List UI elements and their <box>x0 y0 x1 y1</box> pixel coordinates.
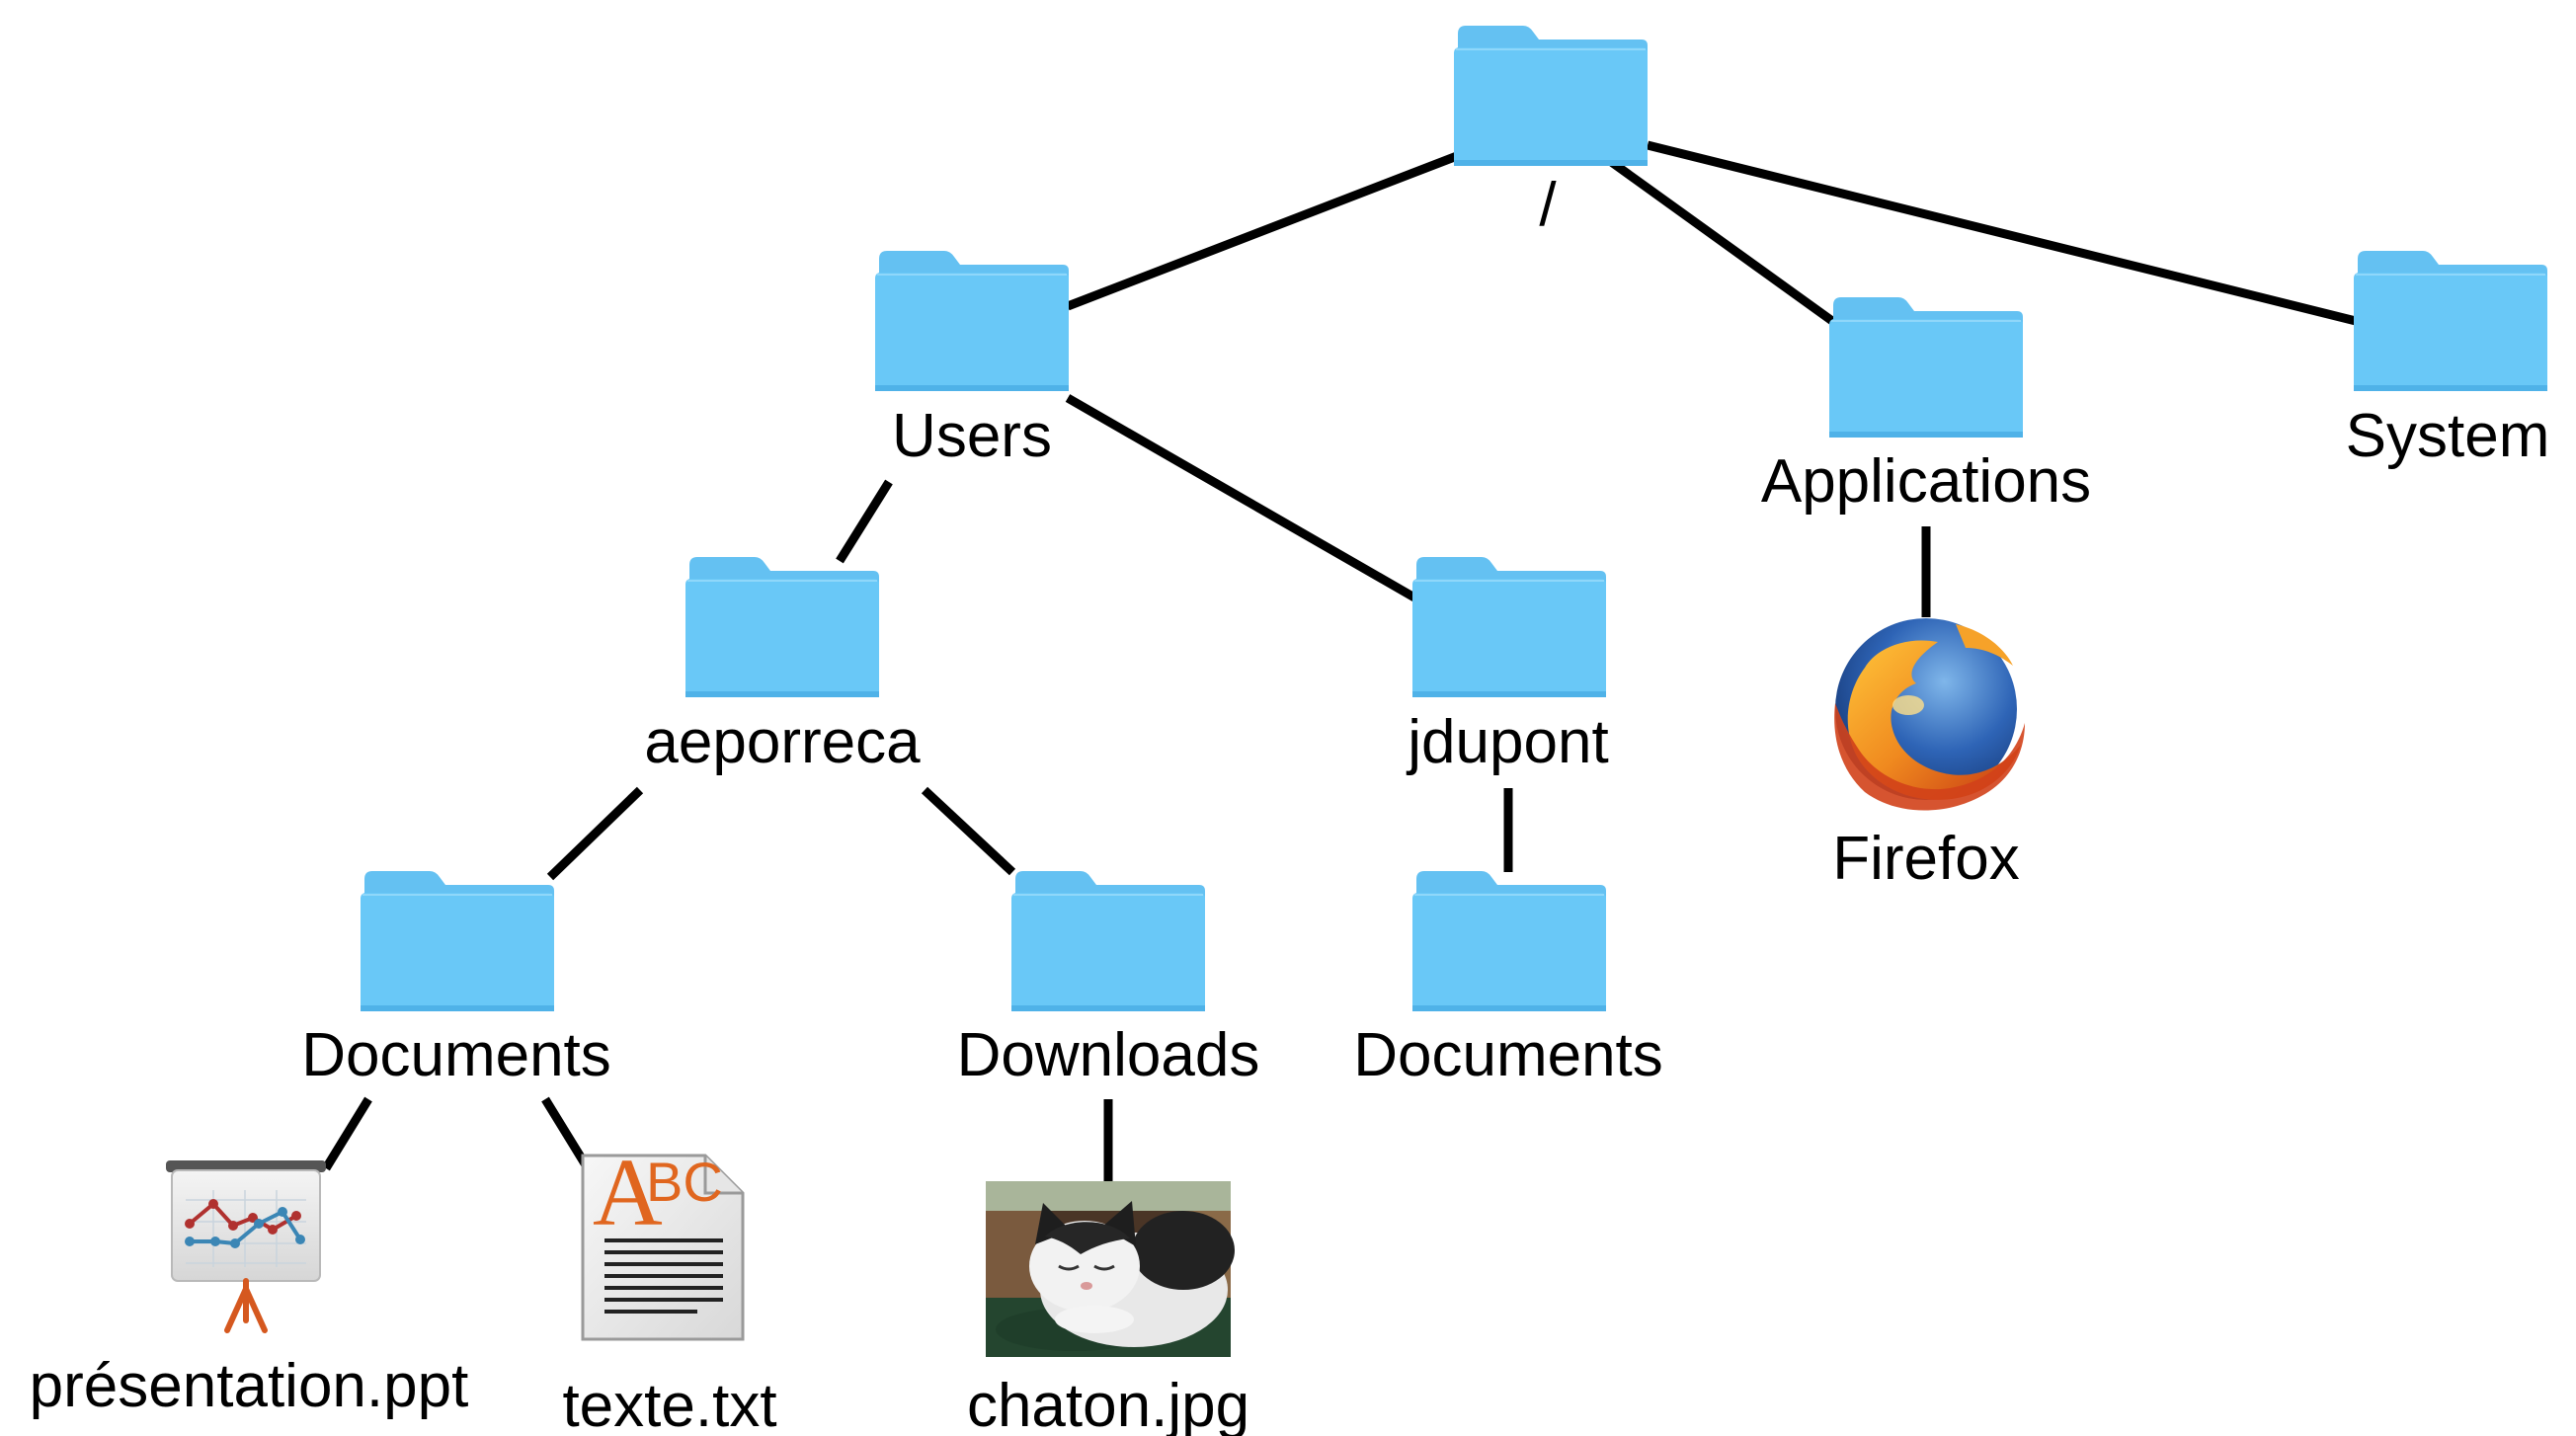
folder-icon <box>361 871 554 1011</box>
app-label-firefox: Firefox <box>1832 825 2019 893</box>
node-presentation[interactable]: présentation.ppt <box>30 1160 469 1420</box>
folder-icon <box>685 557 879 697</box>
presentation-icon <box>166 1160 326 1333</box>
connector-aeporreca-ae-documents <box>546 786 644 881</box>
folder-icon <box>1829 297 2023 438</box>
node-system[interactable]: System <box>2346 251 2550 470</box>
node-aeporreca[interactable]: aeporreca <box>644 557 921 776</box>
node-ae-downloads[interactable]: Downloads <box>957 871 1260 1089</box>
folder-label-system: System <box>2346 402 2550 470</box>
svg-text:BC: BC <box>646 1151 723 1213</box>
node-jd-documents[interactable]: Documents <box>1353 871 1663 1089</box>
node-firefox[interactable]: Firefox <box>1832 618 2025 893</box>
node-texte[interactable]: A BC texte.txt <box>562 1140 776 1436</box>
cat-photo-icon <box>986 1181 1235 1357</box>
text-document-icon: A BC <box>581 1140 745 1341</box>
folder-icon <box>1412 871 1606 1011</box>
folder-label-applications: Applications <box>1761 447 2091 516</box>
node-root[interactable]: / <box>1454 26 1648 239</box>
node-chaton[interactable]: chaton.jpg <box>967 1181 1249 1436</box>
connector-users-aeporreca <box>836 479 893 564</box>
folder-label-ae-downloads: Downloads <box>957 1021 1260 1089</box>
svg-text:A: A <box>593 1140 663 1246</box>
folder-label-users: Users <box>892 402 1052 470</box>
folder-icon <box>1011 871 1205 1011</box>
node-users[interactable]: Users <box>875 251 1069 470</box>
node-jdupont[interactable]: jdupont <box>1406 557 1609 776</box>
folder-label-root: / <box>1539 171 1557 239</box>
folder-label-aeporreca: aeporreca <box>644 708 921 776</box>
file-label-texte: texte.txt <box>562 1372 776 1436</box>
file-label-chaton: chaton.jpg <box>967 1372 1249 1436</box>
node-applications[interactable]: Applications <box>1761 297 2091 516</box>
folder-label-ae-documents: Documents <box>301 1021 611 1089</box>
connector-root-users <box>1066 151 1459 311</box>
folder-icon <box>875 251 1069 391</box>
connector-root-applications <box>1607 157 1835 325</box>
connector-aeporreca-ae-downloads <box>921 786 1016 876</box>
connector-users-jdupont <box>1065 394 1417 601</box>
connector-ae-documents-texte <box>541 1096 592 1171</box>
folder-icon <box>1412 557 1606 697</box>
file-label-presentation: présentation.ppt <box>30 1352 469 1420</box>
connector-lines <box>322 140 2358 1181</box>
connector-root-system <box>1646 140 2358 326</box>
folder-icon <box>2354 251 2547 391</box>
folder-label-jd-documents: Documents <box>1353 1021 1663 1089</box>
folder-label-jdupont: jdupont <box>1406 708 1608 776</box>
connector-ae-documents-presentation <box>322 1096 372 1171</box>
node-ae-documents[interactable]: Documents <box>301 871 611 1089</box>
firefox-icon <box>1834 618 2025 811</box>
folder-icon <box>1454 26 1648 166</box>
